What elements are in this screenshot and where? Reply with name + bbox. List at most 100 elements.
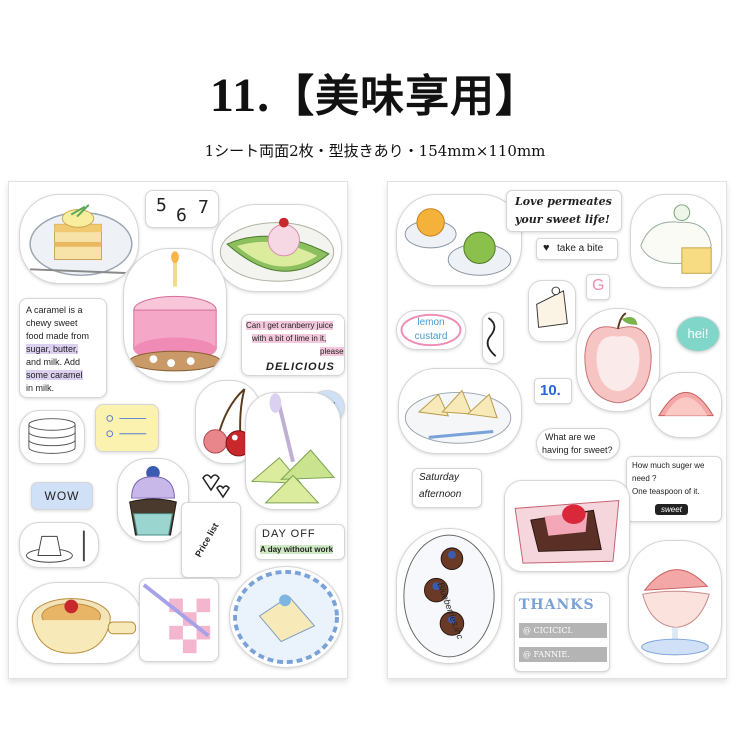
product-title: 11.【美味享用】 [209, 69, 541, 122]
letter-g-sticker: G [586, 274, 610, 300]
cranberry-text-sticker: Can I get cranberry juice with a bit of … [241, 314, 345, 376]
what-are-line-2: having for sweet? [542, 445, 613, 455]
number-candles-sticker: 5 6 7 [145, 190, 219, 228]
fig-parfait-sticker [628, 540, 722, 664]
sugar-text-sticker: How much suger we need ? One teaspoon of… [626, 456, 722, 522]
take-a-bite-sticker: ♥ take a bite [536, 238, 618, 260]
wow-label-sticker: WOW [31, 482, 93, 510]
strawberry-cake-basket-sticker [504, 480, 630, 572]
cherries-illustration [203, 388, 252, 457]
handle-2-text: @ FANNIE. [519, 647, 607, 662]
caramel-line-1: A caramel is a [26, 305, 83, 315]
letter-g-text: G [592, 277, 605, 294]
swirl-arrow-icon [486, 317, 497, 357]
delicious-label: DELICIOUS [266, 361, 335, 373]
sweet-badge: sweet [655, 504, 688, 515]
day-off-sticker: DAY OFF A day without work [255, 524, 345, 560]
pancake-illustration [28, 418, 76, 454]
day-off-title: DAY OFF [262, 528, 316, 540]
wow-text: WOW [44, 489, 80, 503]
product-header: 11.【美味享用】 [0, 60, 750, 124]
digit-5: 5 [156, 195, 167, 216]
handle-1-text: @ CICICICI. [519, 623, 607, 638]
what-are-we-sticker: What are we having for sweet? [536, 428, 620, 460]
sugar-line-2: need ? [632, 474, 657, 483]
blueberry-cupcake-sticker [117, 458, 189, 542]
parfait-illustration [641, 569, 710, 656]
caramel-line-7: in milk. [26, 383, 55, 393]
sticker-sheet-right: Love permeates your sweet life! ♥ take a… [387, 181, 727, 679]
pudding-cup-illustration [31, 598, 137, 654]
lemon-custard-line-2: custard [414, 331, 448, 342]
pudding-illustration [26, 530, 85, 563]
hei-text: hei! [687, 326, 709, 341]
pancake-stack-sticker [19, 410, 85, 464]
lemon-custard-frame [400, 313, 462, 347]
price-list-sticker: Price list [181, 502, 241, 578]
digit-6: 6 [176, 205, 187, 226]
small-cake-slice-illustration [536, 286, 568, 328]
heart-doodle-icon [202, 474, 230, 499]
saturday-line-2: afternoon [419, 489, 462, 500]
grapefruit-slice-sticker [650, 372, 722, 438]
digit-7: 7 [198, 197, 209, 218]
cake-slice-illustration [29, 204, 133, 276]
apple-icon: ♥ [543, 242, 550, 254]
cranberry-line-1: Can I get cranberry juice [246, 321, 334, 330]
what-are-line-1: What are we [545, 432, 596, 442]
jelly-illustration [404, 208, 512, 276]
hei-badge-sticker: hei! [676, 316, 720, 352]
cranberry-line-2: with a bit of lime in it, [252, 334, 327, 343]
blue-plate-illustration [233, 569, 339, 665]
cream-cake-illustration [640, 204, 712, 274]
caramel-text-sticker: A caramel is a chewy sweet food made fro… [19, 298, 107, 398]
fruit-jelly-sticker [396, 194, 522, 286]
love-permeates-sticker: Love permeates your sweet life! [506, 190, 622, 232]
lemon-tart-illustration [404, 389, 512, 444]
product-name: 【美味享用】 [270, 72, 541, 121]
lemon-tart-plate-sticker [398, 368, 522, 454]
pink-apple-sticker [576, 308, 660, 412]
apple-illustration [584, 312, 652, 404]
caramel-line-5: and milk. Add [26, 357, 81, 367]
day-off-subtitle: A day without work [260, 545, 334, 554]
blueberries-plate-sticker: Blueberries,inc [396, 528, 502, 664]
caramel-line-6: some caramel [26, 370, 83, 380]
cherries-sticker [195, 380, 261, 464]
whipped-cream-cake-sticker [630, 194, 722, 288]
avocado-illustration [219, 217, 335, 282]
avocado-ice-cream-sticker [212, 204, 342, 292]
saturday-line-1: Saturday [419, 472, 460, 483]
love-line-1: Love permeates [515, 195, 612, 208]
thanks-text: THANKS [519, 597, 595, 613]
pink-birthday-cake-sticker [123, 248, 227, 382]
price-list-label: Price list [193, 521, 221, 559]
product-spec: 1シート両面2枚・型抜きあり・154mm×110mm [204, 142, 546, 160]
take-a-bite-text: take a bite [557, 243, 604, 254]
checklist-icon [106, 415, 147, 438]
cake-slice-small-sticker [528, 280, 576, 342]
sugar-line-3: One teaspoon of it. [632, 487, 700, 496]
cupcake-illustration [129, 465, 177, 536]
pudding-fork-sticker [19, 522, 99, 568]
caramel-line-2: chewy sweet [26, 318, 78, 328]
grapefruit-illustration [658, 391, 714, 417]
blue-cake-plate-sticker [229, 566, 343, 668]
caramel-line-4: sugar, butter, [26, 344, 79, 354]
caramel-line-3: food made from [26, 331, 90, 341]
saturday-afternoon-sticker: Saturday afternoon [412, 468, 482, 508]
melon-illustration [250, 393, 336, 504]
birthday-cake-illustration [129, 251, 221, 372]
sticker-sheet-left: 5 6 7 A caramel is a chewy sweet food ma… [8, 181, 348, 679]
checker-pattern-illustration [142, 583, 211, 654]
swirl-arrow-sticker [482, 312, 504, 364]
love-line-2: your sweet life! [515, 213, 610, 226]
product-number: 11. [209, 69, 271, 122]
checker-fork-sticker [139, 578, 219, 662]
strawberry-cake-illustration [514, 500, 620, 564]
lemon-custard-sticker: lemon custard [396, 310, 466, 350]
cake-slice-plate-sticker [19, 194, 139, 284]
melon-spoon-sticker [245, 392, 341, 510]
thanks-handles-sticker: THANKS @ CICICICI. @ FANNIE. [514, 592, 610, 672]
sugar-line-1: How much suger we [632, 461, 705, 470]
